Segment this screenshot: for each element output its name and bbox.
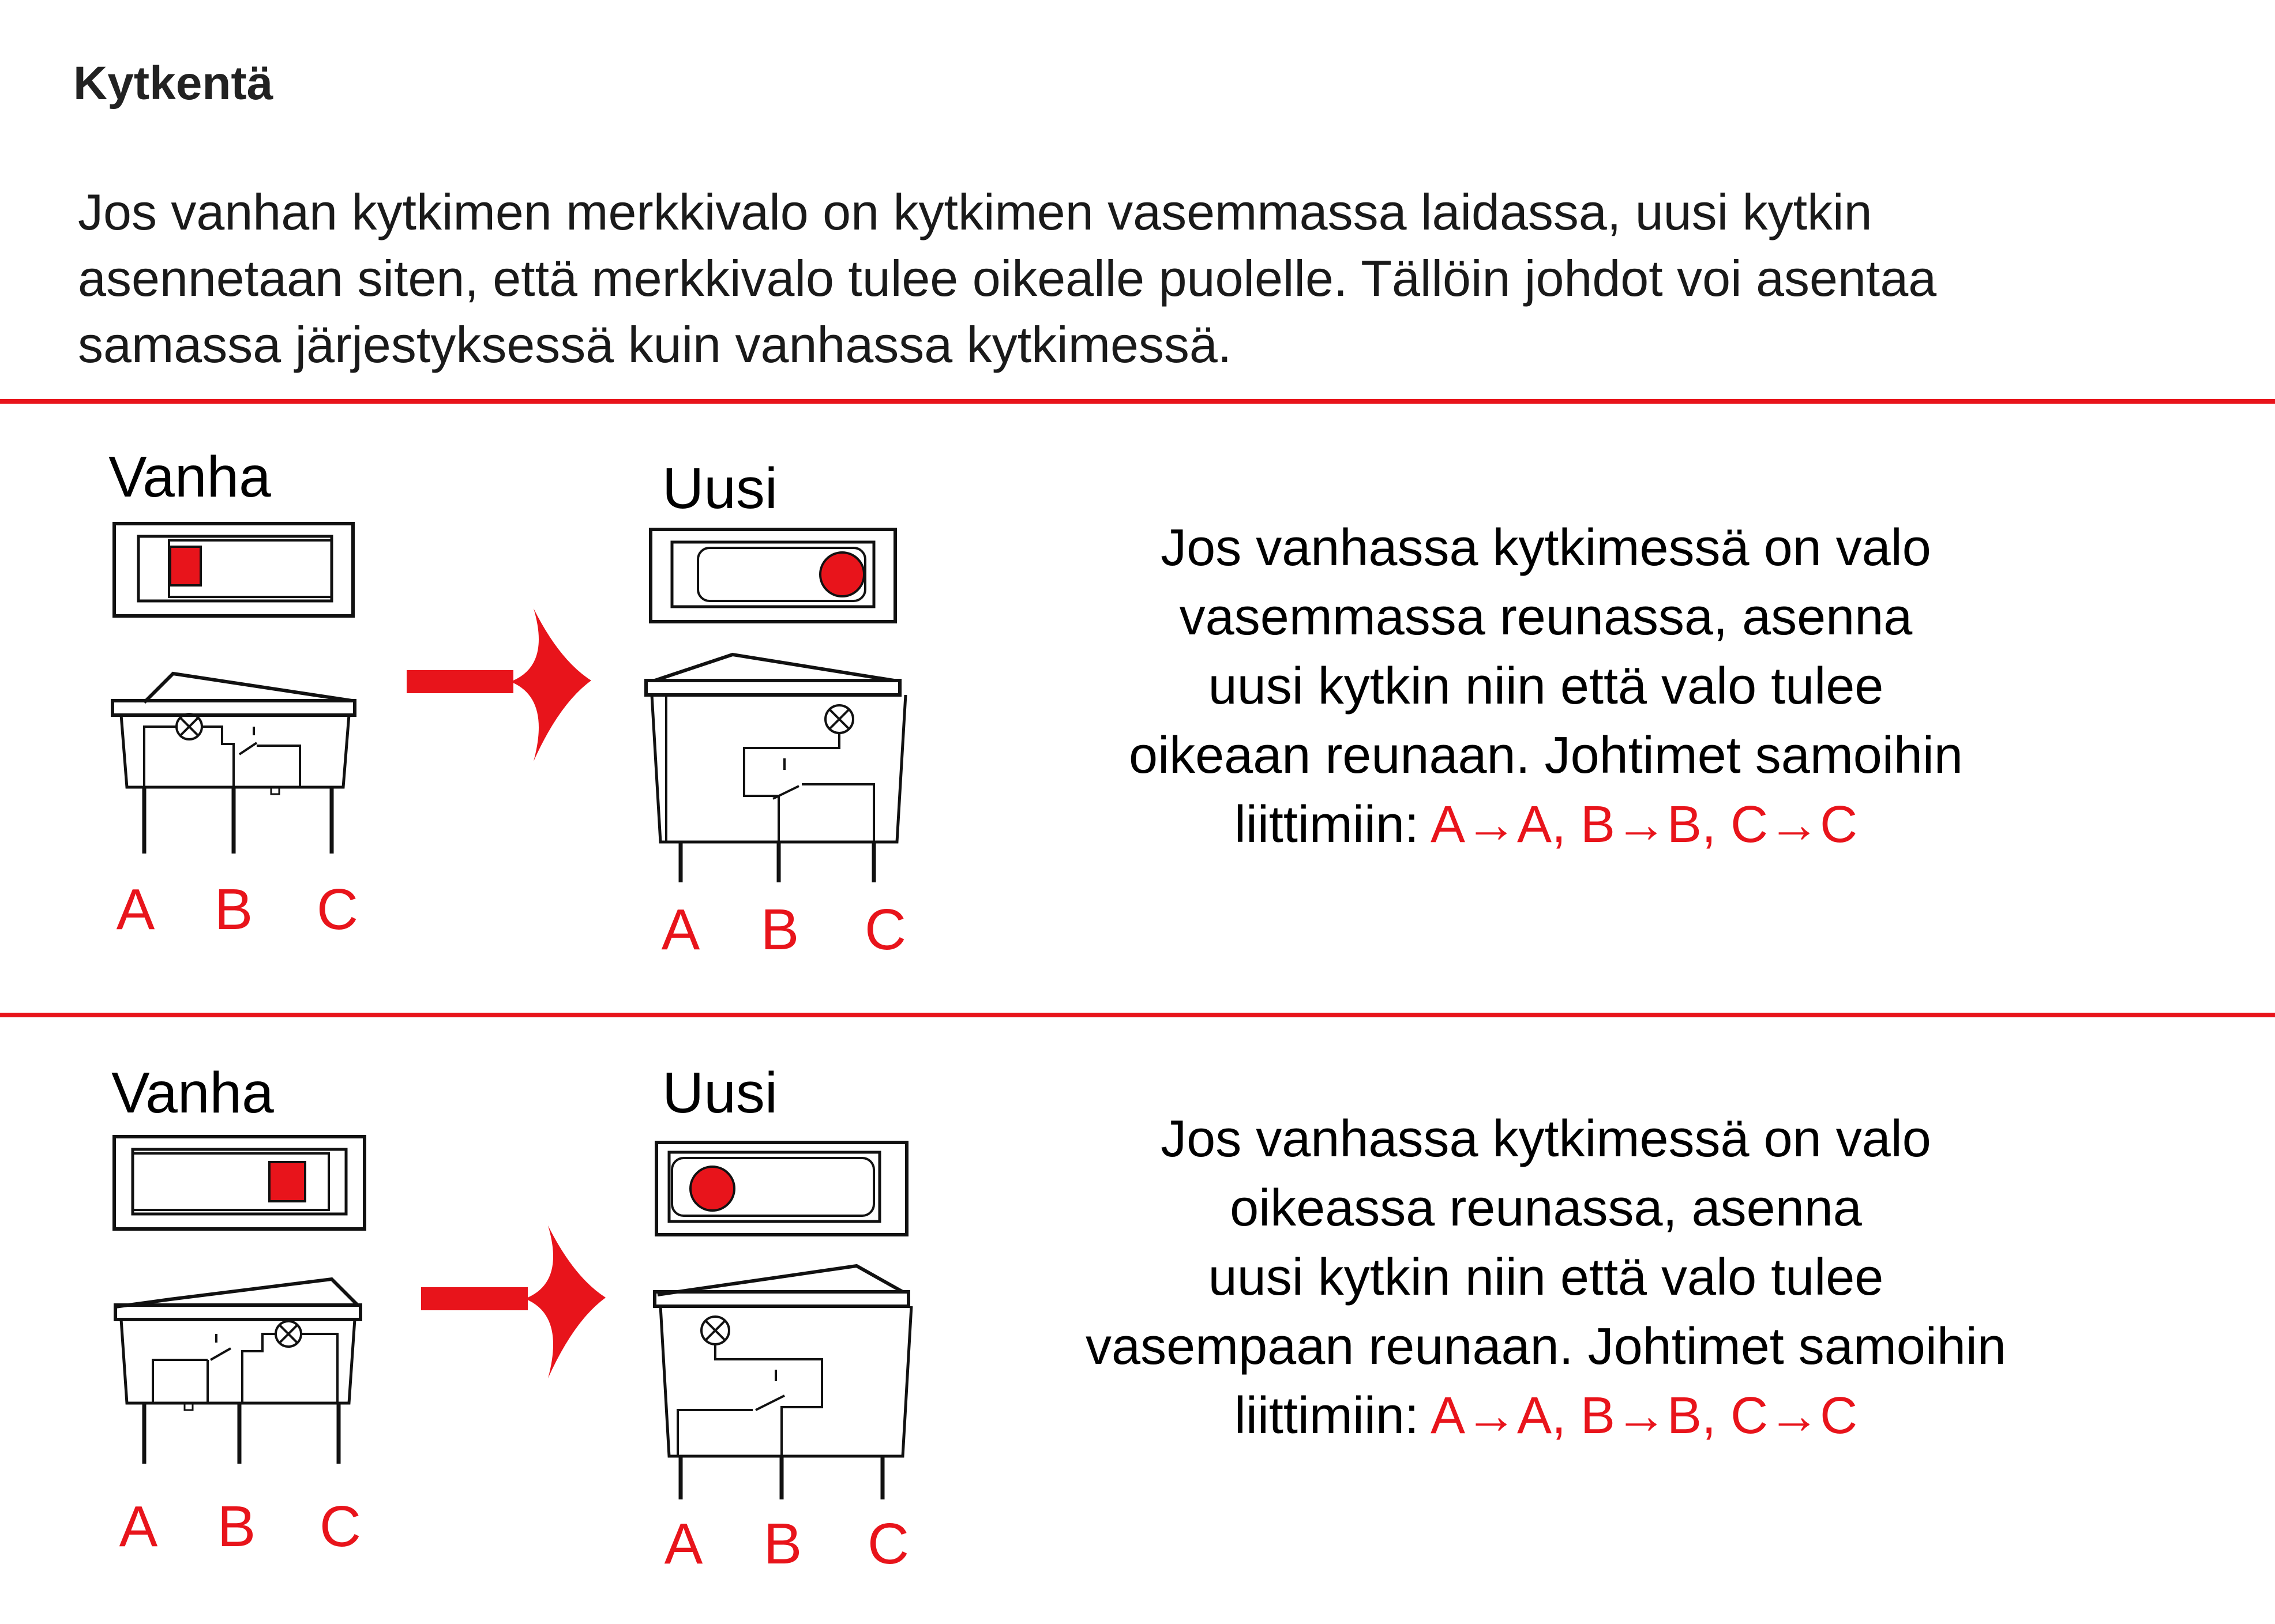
pin-label-b: B: [217, 1494, 256, 1559]
pin-label-c: C: [864, 897, 907, 962]
old-switch-front: [112, 522, 355, 618]
instruction-line: vasemmassa reunassa, asenna: [1179, 588, 1913, 646]
new-switch-side-view: [653, 1264, 913, 1499]
wiring-line: liittimiin: A→A, B→B, C→C: [1038, 1381, 2053, 1450]
intro-line: Jos vanhan kytkimen merkkivalo on kytkim…: [78, 183, 1872, 240]
page-title: Kytkentä: [73, 57, 273, 110]
pin-label-b: B: [763, 1512, 802, 1576]
old-switch-label: Vanha: [108, 445, 271, 509]
new-switch-label: Uusi: [662, 456, 778, 521]
wiring-mapping: A→A, B→B, C→C: [1430, 1387, 1858, 1445]
pin-label-a: A: [664, 1512, 703, 1576]
new-switch-label: Uusi: [662, 1061, 778, 1125]
indicator-light: [169, 546, 202, 587]
pin-label-a: A: [119, 1494, 158, 1559]
right-arrow-icon: [421, 1225, 606, 1378]
old-switch-front: [112, 1135, 366, 1231]
pin-label-a: A: [116, 877, 155, 942]
new-switch-side-view: [644, 652, 907, 882]
indicator-light: [819, 551, 865, 597]
wiring-line: liittimiin: A→A, B→B, C→C: [1038, 790, 2053, 859]
wiring-mapping: A→A, B→B, C→C: [1430, 796, 1858, 854]
instruction-line: oikeaan reunaan. Johtimet samoihin: [1129, 727, 1963, 784]
old-switch-side-view: [111, 671, 356, 854]
section-divider: [0, 1013, 2275, 1017]
intro-paragraph: Jos vanhan kytkimen merkkivalo on kytkim…: [78, 179, 2241, 378]
instruction-text: Jos vanhassa kytkimessä on valo vasemmas…: [1038, 513, 2053, 859]
pin-label-b: B: [214, 877, 253, 942]
new-switch-front: [649, 528, 897, 623]
pin-label-c: C: [316, 877, 359, 942]
instruction-line: vasempaan reunaan. Johtimet samoihin: [1086, 1318, 2006, 1375]
section-divider: [0, 399, 2275, 404]
pin-label-c: C: [319, 1494, 362, 1559]
instruction-line: oikeassa reunassa, asenna: [1230, 1179, 1862, 1237]
new-switch-front: [655, 1141, 909, 1236]
indicator-light: [268, 1161, 306, 1202]
pin-label-a: A: [661, 897, 700, 962]
old-switch-label: Vanha: [111, 1061, 274, 1125]
pin-label-c: C: [867, 1512, 910, 1576]
wiring-prefix: liittimiin:: [1234, 796, 1431, 854]
instruction-text: Jos vanhassa kytkimessä on valo oikeassa…: [1038, 1104, 2053, 1450]
indicator-light: [689, 1166, 735, 1212]
instruction-line: Jos vanhassa kytkimessä on valo: [1161, 1110, 1931, 1168]
intro-line: samassa järjestyksessä kuin vanhassa kyt…: [78, 316, 1232, 373]
old-switch-side-view: [114, 1277, 362, 1464]
right-arrow-icon: [407, 608, 591, 761]
intro-line: asennetaan siten, että merkkivalo tulee …: [78, 250, 1937, 307]
wiring-prefix: liittimiin:: [1234, 1387, 1431, 1445]
instruction-line: uusi kytkin niin että valo tulee: [1208, 1249, 1884, 1306]
instruction-line: Jos vanhassa kytkimessä on valo: [1161, 519, 1931, 577]
pin-label-b: B: [760, 897, 799, 962]
instruction-line: uusi kytkin niin että valo tulee: [1208, 657, 1884, 715]
